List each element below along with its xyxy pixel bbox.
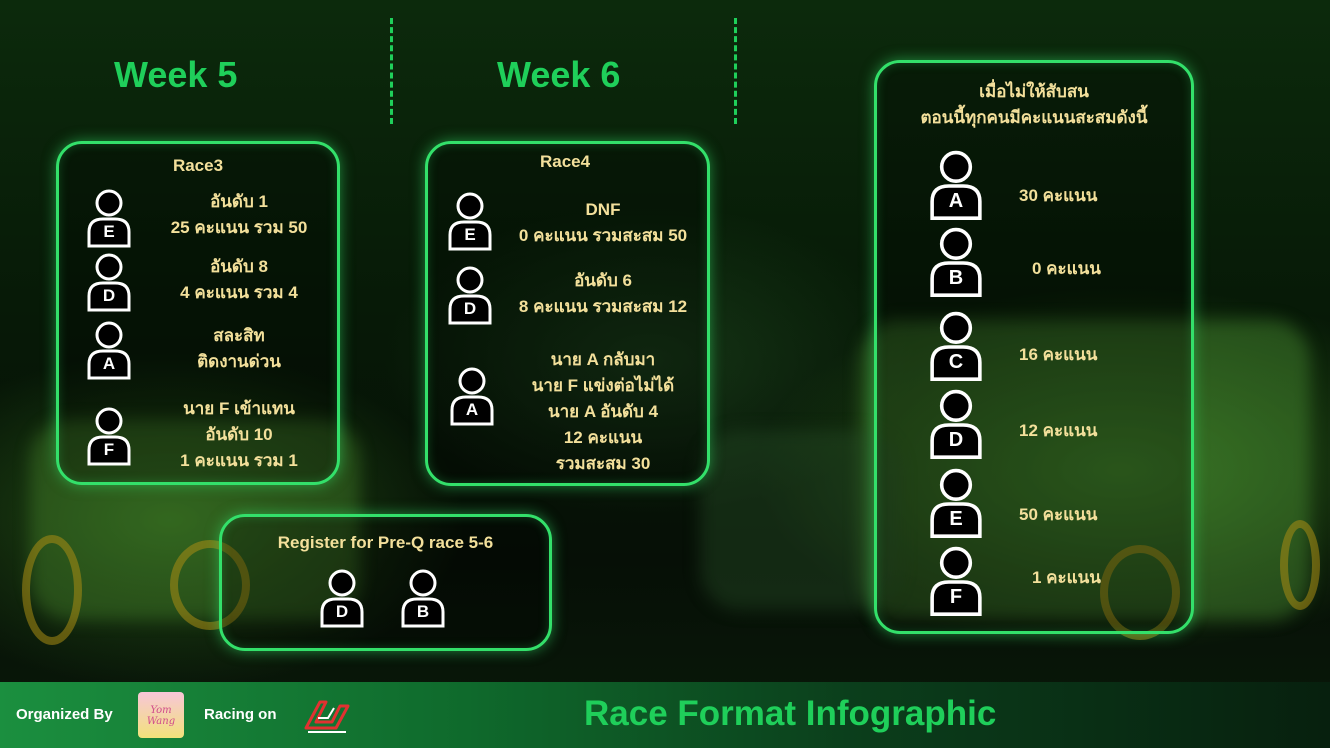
driver-e-avatar: E — [446, 191, 494, 253]
organized-by-label: Organized By — [16, 706, 113, 723]
race4-title: Race4 — [540, 152, 591, 171]
race4-card: Race4 E DNF 0 คะแนน รวมสะสม 50 D อันดับ … — [425, 141, 710, 486]
driver-label: B — [948, 267, 964, 289]
standings-points: 1 คะแนน — [1032, 568, 1101, 587]
entry-line: อันดับ 10 — [205, 425, 273, 444]
divider — [734, 18, 737, 124]
entry-line: 8 คะแนน รวมสะสม 12 — [518, 297, 688, 316]
race3-title: Race3 — [172, 156, 224, 175]
driver-label: B — [416, 602, 430, 621]
background-car — [700, 430, 900, 610]
entry-line: อันดับ 1 — [210, 192, 268, 211]
entry-line: 12 คะแนน — [563, 428, 643, 447]
driver-c-avatar: C — [927, 310, 985, 384]
driver-a-avatar: A — [448, 366, 496, 428]
driver-label: A — [948, 190, 964, 212]
entry-line: สละสิท — [213, 326, 265, 345]
driver-f-avatar: F — [85, 406, 133, 468]
driver-f-avatar: F — [927, 545, 985, 619]
driver-label: F — [103, 440, 115, 459]
standings-title-line: ตอนนี้ทุกคนมีคะแนนสะสมดังนี้ — [920, 108, 1148, 127]
driver-label: E — [103, 222, 115, 241]
driver-label: D — [335, 602, 349, 621]
background-wheel — [1280, 520, 1320, 610]
entry-line: 4 คะแนน รวม 4 — [180, 283, 298, 302]
entry-line: นาย F เข้าแทน — [183, 399, 295, 418]
standings-title: เมื่อไม่ให้สับสน ตอนนี้ทุกคนมีคะแนนสะสมด… — [877, 79, 1191, 131]
entry-line: 25 คะแนน รวม 50 — [170, 218, 308, 237]
driver-b-avatar: B — [399, 568, 447, 630]
entry-line: DNF — [585, 200, 621, 219]
driver-label: E — [464, 225, 476, 244]
driver-label: A — [465, 400, 479, 419]
racing-on-label: Racing on — [204, 706, 277, 723]
standings-points: 0 คะแนน — [1032, 259, 1101, 278]
background-wheel — [170, 540, 250, 630]
driver-d-avatar: D — [318, 568, 366, 630]
register-title: Register for Pre-Q race 5-6 — [277, 533, 494, 552]
entry-line: นาย F แข่งต่อไม่ได้ — [531, 376, 675, 395]
race4-entry-text: DNF 0 คะแนน รวมสะสม 50 — [508, 197, 698, 249]
standings-points: 50 คะแนน — [1019, 505, 1098, 524]
driver-label: C — [948, 351, 964, 373]
entry-line: นาย A กลับมา — [550, 350, 656, 369]
entry-line: นาย A อันดับ 4 — [547, 402, 659, 421]
driver-a-avatar: A — [927, 149, 985, 223]
register-card: Register for Pre-Q race 5-6 D B — [219, 514, 552, 651]
race4-entry-text: อันดับ 6 8 คะแนน รวมสะสม 12 — [508, 268, 698, 320]
driver-d-avatar: D — [85, 252, 133, 314]
driver-e-avatar: E — [927, 467, 985, 541]
standings-points: 12 คะแนน — [1019, 421, 1098, 440]
race3-entry-text: สละสิท ติดงานด่วน — [159, 323, 319, 375]
driver-label: A — [102, 354, 116, 373]
race3-entry-text: นาย F เข้าแทน อันดับ 10 1 คะแนน รวม 1 — [159, 396, 319, 474]
standings-points: 16 คะแนน — [1019, 345, 1098, 364]
standings-points: 30 คะแนน — [1019, 186, 1098, 205]
entry-line: อันดับ 6 — [574, 271, 632, 290]
background-wheel — [1100, 545, 1180, 640]
week-6-heading: Week 6 — [497, 54, 621, 95]
entry-line: 0 คะแนน รวมสะสม 50 — [518, 226, 688, 245]
footer-title: Race Format Infographic — [584, 694, 997, 733]
background-wheel — [22, 535, 82, 645]
race3-card: Race3 E อันดับ 1 25 คะแนน รวม 50 D อันดั… — [56, 141, 340, 485]
footer-bar: Organized By Yom Wang Racing on Race For… — [0, 682, 1330, 748]
entry-line: อันดับ 8 — [210, 257, 268, 276]
entry-line: 1 คะแนน รวม 1 — [180, 451, 298, 470]
driver-label: D — [102, 286, 116, 305]
organizer-logo: Yom Wang — [138, 692, 184, 738]
driver-a-avatar: A — [85, 320, 133, 382]
driver-b-avatar: B — [927, 226, 985, 300]
driver-d-avatar: D — [446, 265, 494, 327]
race3-entry-text: อันดับ 1 25 คะแนน รวม 50 — [159, 189, 319, 241]
divider — [390, 18, 393, 124]
driver-label: F — [949, 586, 963, 608]
driver-e-avatar: E — [85, 188, 133, 250]
standings-card: เมื่อไม่ให้สับสน ตอนนี้ทุกคนมีคะแนนสะสมด… — [874, 60, 1194, 634]
driver-label: D — [463, 299, 477, 318]
driver-label: D — [948, 429, 964, 451]
race4-entry-text: นาย A กลับมา นาย F แข่งต่อไม่ได้ นาย A อ… — [508, 347, 698, 477]
race3-entry-text: อันดับ 8 4 คะแนน รวม 4 — [159, 254, 319, 306]
driver-d-avatar: D — [927, 388, 985, 462]
standings-title-line: เมื่อไม่ให้สับสน — [979, 82, 1089, 101]
entry-line: รวมสะสม 30 — [555, 454, 651, 473]
driver-label: E — [949, 508, 963, 530]
week-5-heading: Week 5 — [114, 54, 238, 95]
entry-line: ติดงานด่วน — [197, 352, 281, 371]
assetto-corsa-logo — [302, 696, 352, 736]
